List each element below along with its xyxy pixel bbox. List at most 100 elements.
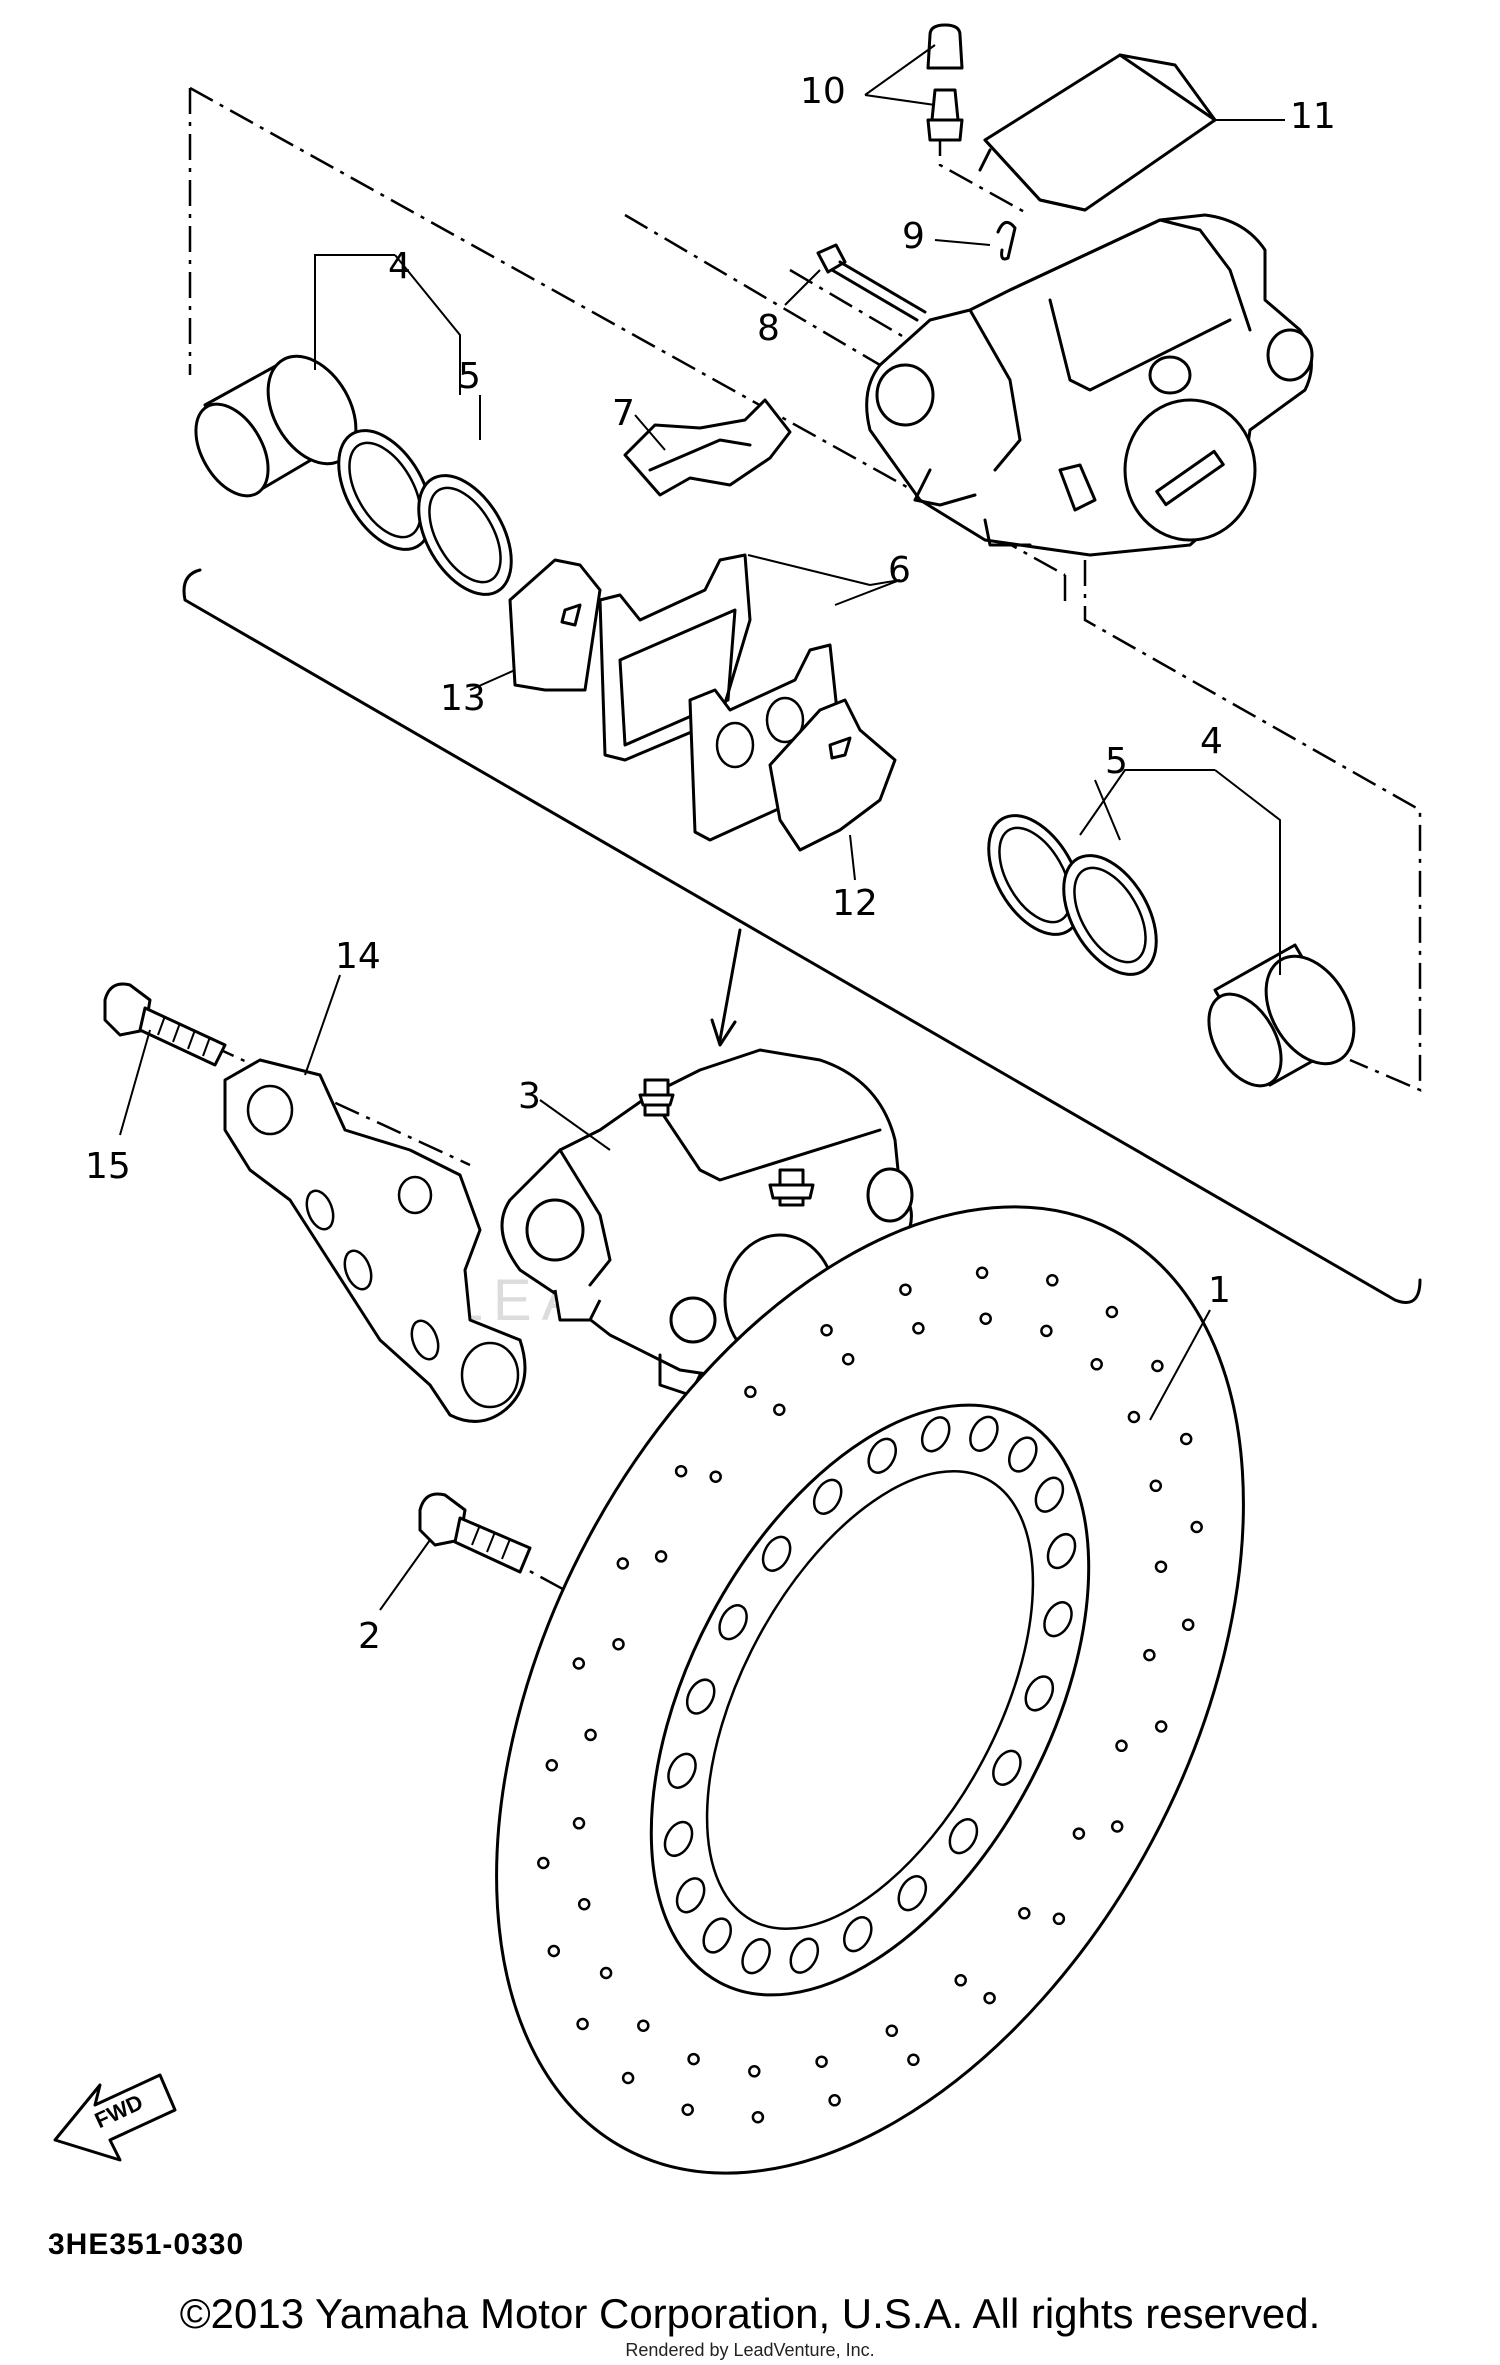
disc-slot bbox=[675, 1877, 706, 1914]
disc-slot bbox=[718, 1604, 748, 1641]
rendered-by-notice: Rendered by LeadVenture, Inc. bbox=[625, 2340, 875, 2360]
disc-hole bbox=[748, 2065, 761, 2078]
disc-hole bbox=[687, 2052, 700, 2066]
disc-slot bbox=[685, 1678, 716, 1715]
disc-slot bbox=[1034, 1476, 1065, 1513]
callout-5-upper: 5 bbox=[458, 356, 481, 397]
disc-slot bbox=[812, 1478, 843, 1515]
piston-upper bbox=[194, 354, 358, 498]
upper-caliper bbox=[865, 213, 1314, 557]
pad-pin bbox=[816, 243, 927, 322]
callout-4-upper: 4 bbox=[388, 246, 411, 287]
callout-7: 7 bbox=[612, 393, 635, 434]
disc-hole bbox=[1115, 1739, 1128, 1753]
disc-hole bbox=[1110, 1820, 1124, 1833]
callout-2: 2 bbox=[358, 1616, 381, 1657]
disc-slot bbox=[948, 1818, 979, 1855]
disc-hole bbox=[815, 2055, 828, 2068]
callout-3: 3 bbox=[518, 1076, 541, 1117]
disc-hole bbox=[654, 1550, 668, 1563]
leader-lines bbox=[119, 44, 1285, 1611]
disc-hole bbox=[983, 1991, 996, 2005]
disc-slot bbox=[1043, 1601, 1073, 1638]
disc-slot bbox=[1024, 1675, 1055, 1712]
disc-hole bbox=[1046, 1274, 1059, 1287]
disc-hole bbox=[1190, 1520, 1203, 1534]
disc-hole bbox=[545, 1759, 559, 1772]
disc-hole bbox=[841, 1352, 855, 1366]
disc-hole bbox=[1181, 1618, 1195, 1631]
disc-holes bbox=[537, 1266, 1203, 2124]
piston-lower bbox=[1207, 943, 1356, 1088]
callout-14: 14 bbox=[335, 936, 381, 977]
disc-slot bbox=[867, 1437, 898, 1474]
disc-slot bbox=[1007, 1436, 1038, 1473]
shim-rear bbox=[508, 558, 602, 692]
disc-slot bbox=[741, 1938, 771, 1975]
disc-hole bbox=[1018, 1907, 1031, 1920]
disc-slot bbox=[842, 1916, 873, 1953]
disc-hole bbox=[537, 1856, 550, 1870]
fwd-arrow-icon: FWD bbox=[53, 2073, 177, 2162]
copyright-notice: ©2013 Yamaha Motor Corporation, U.S.A. A… bbox=[179, 2290, 1321, 2337]
disc-hole bbox=[612, 1637, 625, 1651]
disc-hole bbox=[975, 1266, 989, 1280]
bolt-disc bbox=[418, 1492, 532, 1574]
disc-hole bbox=[1154, 1720, 1168, 1733]
bleed-screw bbox=[926, 23, 964, 142]
disc-hole bbox=[1149, 1479, 1163, 1493]
callouts: 1 2 3 4 4 5 5 6 7 8 9 10 11 12 13 14 15 bbox=[85, 71, 1336, 1657]
disc-slot bbox=[969, 1415, 999, 1452]
disc-hole bbox=[1090, 1358, 1103, 1371]
pad-cover bbox=[978, 53, 1217, 212]
pad-spring bbox=[623, 398, 792, 497]
callout-8: 8 bbox=[757, 308, 780, 349]
disc-hole bbox=[885, 2024, 899, 2038]
callout-1: 1 bbox=[1208, 1270, 1231, 1311]
disc-hole bbox=[621, 2071, 635, 2085]
disc-slot bbox=[789, 1937, 820, 1974]
disc-hole bbox=[547, 1944, 561, 1958]
callout-6: 6 bbox=[888, 550, 911, 591]
disc-hole bbox=[979, 1312, 992, 1325]
disc-hole bbox=[1040, 1324, 1053, 1338]
disc-hole bbox=[1179, 1432, 1193, 1446]
disc-hole bbox=[616, 1557, 630, 1570]
disc-hole bbox=[577, 1897, 591, 1911]
bolt-bracket bbox=[103, 982, 227, 1067]
disc-hole bbox=[709, 1470, 722, 1483]
callout-11: 11 bbox=[1290, 96, 1336, 137]
callout-12: 12 bbox=[832, 883, 878, 924]
disc-slot bbox=[667, 1752, 697, 1789]
disc-hole bbox=[1127, 1410, 1141, 1424]
brake-disc bbox=[495, 1205, 1245, 2175]
disc-hole bbox=[637, 2019, 650, 2032]
disc-slot bbox=[920, 1416, 951, 1453]
caliper-bracket bbox=[223, 1058, 527, 1423]
disc-hole bbox=[820, 1323, 833, 1337]
disc-hole bbox=[599, 1966, 613, 1980]
disc-hole bbox=[572, 1817, 586, 1830]
callout-4-lower: 4 bbox=[1200, 721, 1223, 762]
disc-hole bbox=[954, 1974, 967, 1987]
disc-hole bbox=[1052, 1912, 1066, 1926]
disc-slot bbox=[992, 1749, 1022, 1786]
disc-hole bbox=[899, 1283, 912, 1296]
callout-13: 13 bbox=[440, 678, 486, 719]
callout-5-lower: 5 bbox=[1105, 741, 1128, 782]
callout-10: 10 bbox=[800, 71, 846, 112]
disc-hole bbox=[576, 2017, 589, 2031]
callout-9: 9 bbox=[902, 216, 925, 257]
disc-hole bbox=[1105, 1305, 1119, 1319]
disc-hole bbox=[1143, 1648, 1156, 1662]
disc-hole bbox=[674, 1464, 688, 1478]
disc-hole bbox=[744, 1385, 757, 1399]
disc-slot bbox=[663, 1820, 694, 1858]
shim-front bbox=[768, 698, 897, 852]
disc-slot bbox=[761, 1535, 792, 1572]
disc-hole bbox=[907, 2053, 920, 2067]
disc-hole bbox=[584, 1728, 597, 1742]
disc-slot bbox=[897, 1875, 928, 1912]
diagram-code: 3HE351-0330 bbox=[48, 2228, 245, 2261]
